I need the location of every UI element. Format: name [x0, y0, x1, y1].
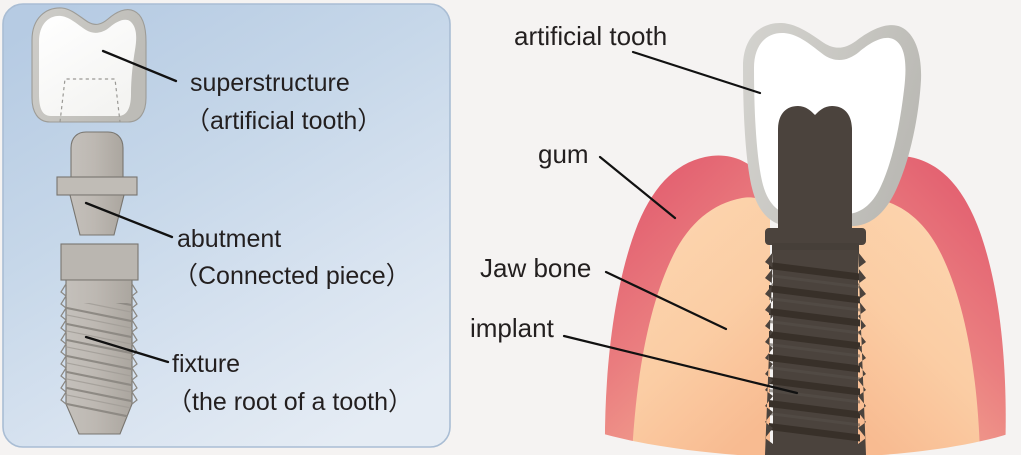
fixture-edge-left	[60, 283, 67, 405]
implant-thread-shading	[769, 262, 860, 442]
implant-collar	[765, 228, 866, 245]
implant-abutment-post	[778, 106, 852, 242]
implant-edge-right	[858, 252, 866, 455]
leader-line-jaw-bone	[604, 270, 728, 331]
fixture-head	[60, 243, 139, 281]
leader-line-abutment	[84, 201, 174, 239]
leader-line-superstructure	[101, 49, 178, 83]
tissue-bottom-cut	[590, 430, 1020, 455]
fixture-edge-right	[131, 283, 138, 405]
crown-body	[39, 15, 137, 116]
label-abutment-line1: abutment	[177, 225, 281, 253]
label-fixture-line1: fixture	[172, 350, 240, 378]
implant-collar-lower	[772, 243, 859, 254]
abutment-collar	[56, 176, 138, 196]
fixture-part-group	[60, 243, 139, 435]
label-jaw-bone: Jaw bone	[480, 253, 591, 283]
leader-line-gum	[598, 155, 677, 220]
right-panel-cross-section: artificial tooth gum Jaw bone implant	[460, 0, 1021, 455]
label-superstructure-line1: superstructure	[190, 69, 350, 97]
label-superstructure-line2: （artificial tooth）	[185, 107, 382, 135]
abutment-part-group	[56, 131, 138, 236]
label-abutment-line2: （Connected piece）	[173, 262, 411, 290]
crown-part-group	[31, 7, 147, 123]
leader-line-implant	[562, 334, 799, 395]
left-panel-exploded-view: superstructure （artificial tooth） abutme…	[0, 0, 460, 455]
abutment-post	[70, 131, 124, 181]
leader-line-fixture	[84, 335, 170, 364]
implant-edge-left	[765, 252, 773, 455]
label-artificial-tooth: artificial tooth	[514, 21, 667, 51]
label-fixture-line2: （the root of a tooth）	[167, 388, 413, 416]
leader-line-artificial-tooth	[631, 50, 762, 95]
label-gum: gum	[538, 139, 589, 169]
fixture-threads	[66, 303, 132, 420]
abutment-taper	[69, 194, 125, 236]
crown-cavity-dashed-outline	[59, 78, 121, 123]
jaw-bone-left	[632, 197, 770, 455]
jaw-bone-right	[848, 197, 980, 455]
label-implant: implant	[470, 313, 555, 343]
